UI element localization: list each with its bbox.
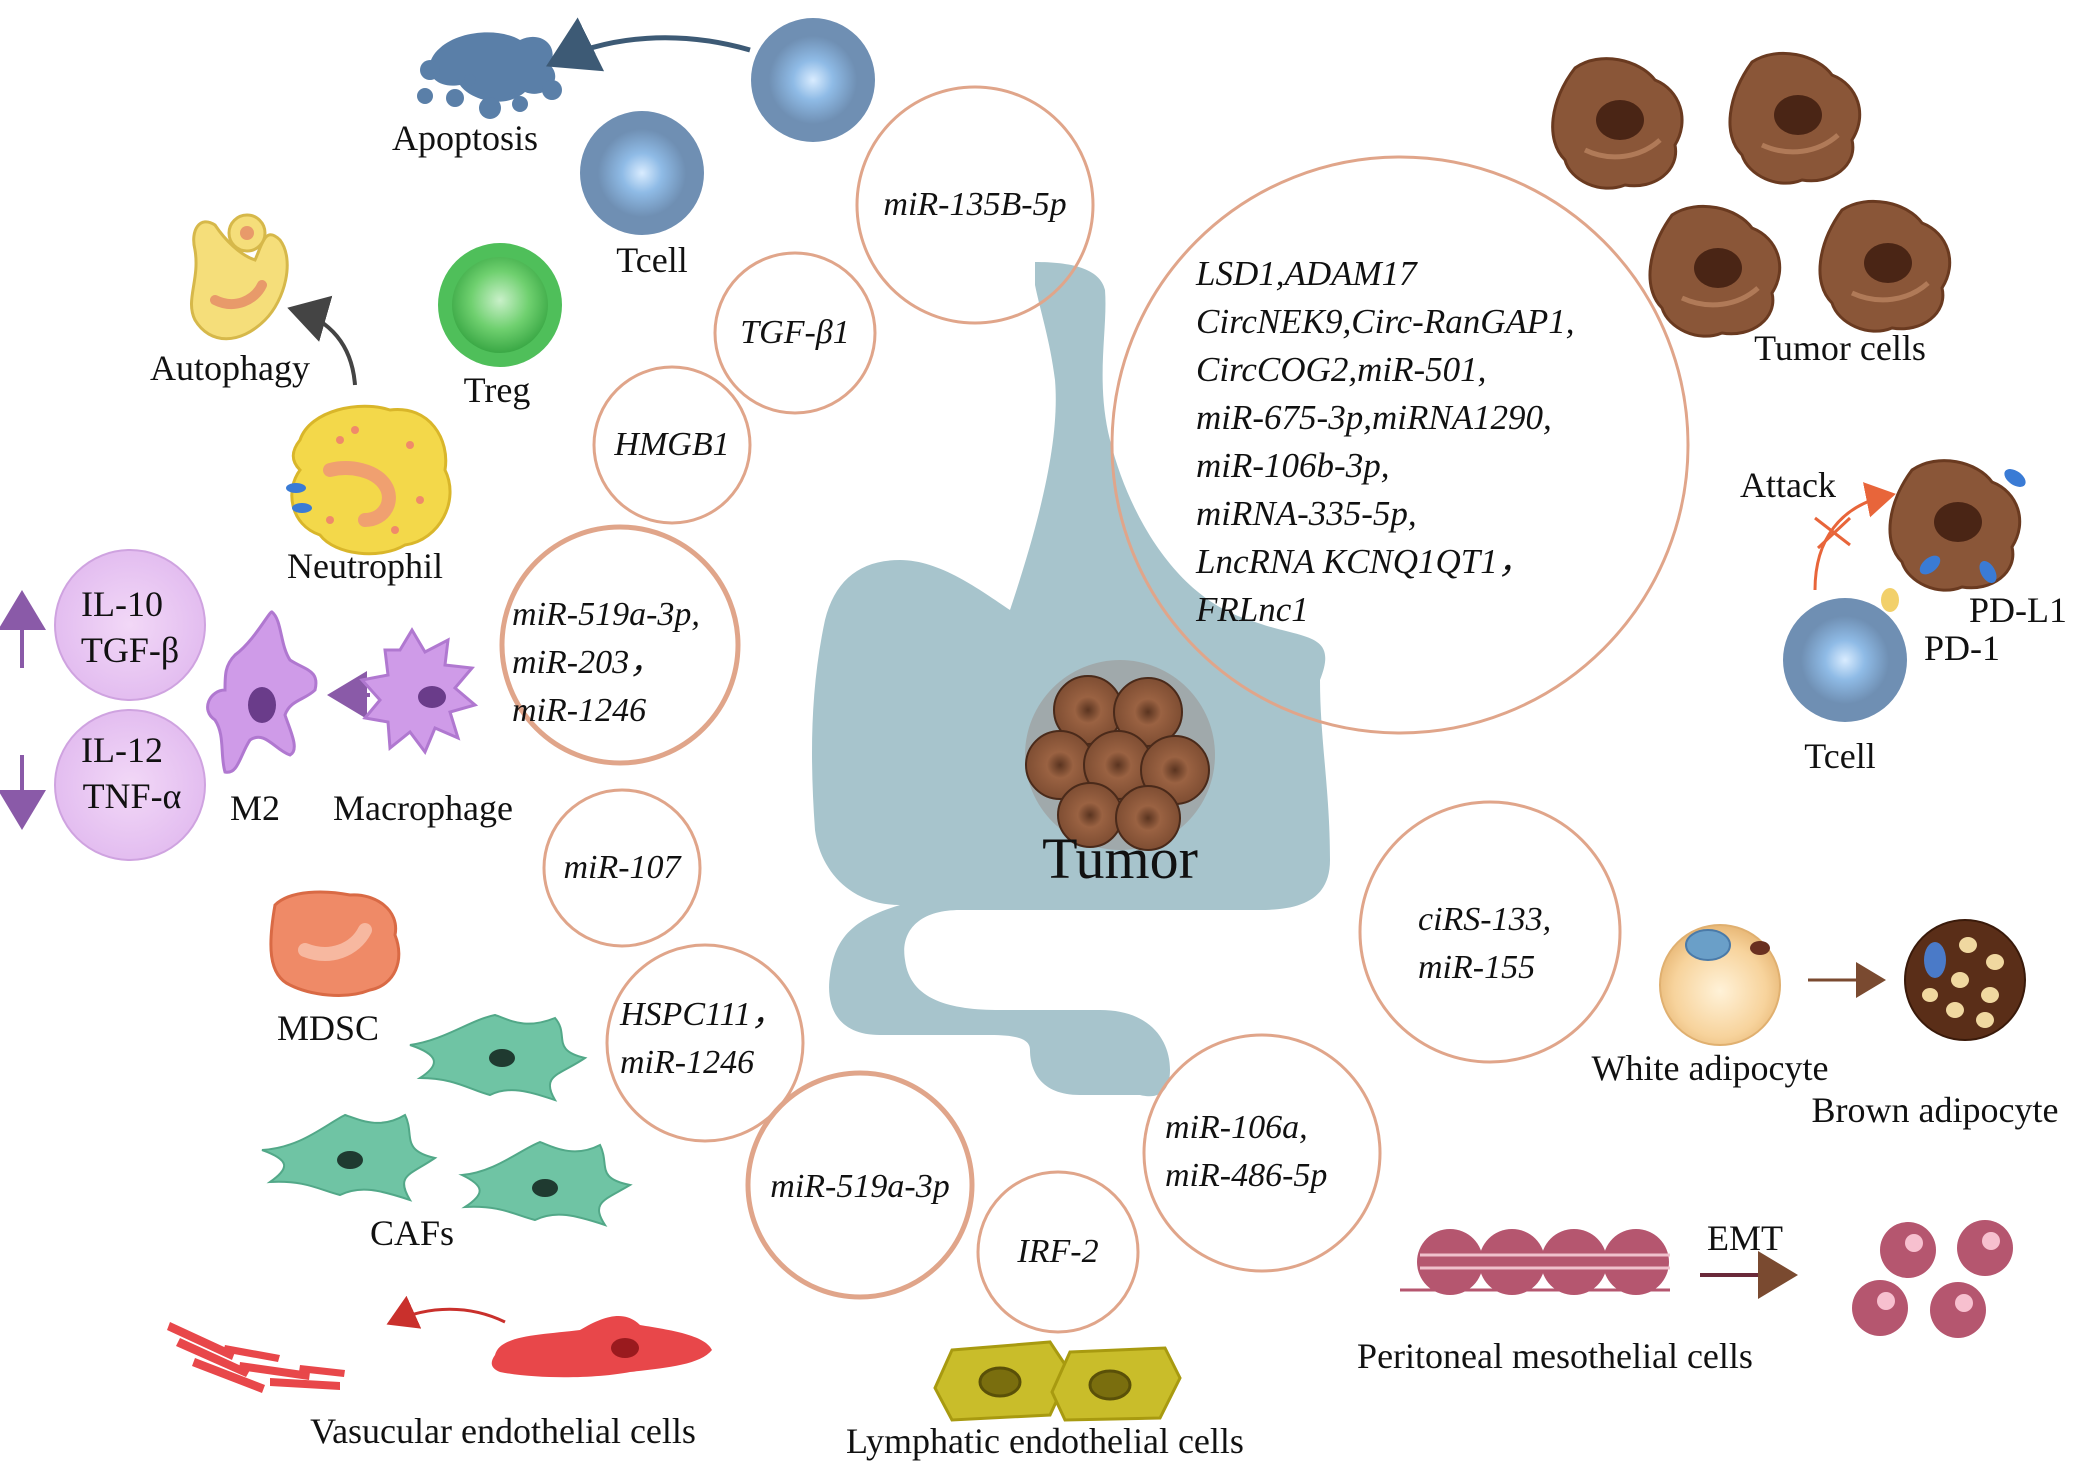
block-cross-icon [1814,516,1851,547]
bubble-text: FRLnc1 [1195,590,1309,629]
bubble-cirs-133-mir-155: ciRS-133, miR-155 [1358,800,1622,1064]
peritoneal-mesothelial-label: Peritoneal mesothelial cells [1357,1336,1753,1376]
apoptosis-debris [417,32,562,119]
lymphatic-endothelial-cell-icon [933,1340,1182,1422]
bubble-text: miR-1246 [620,1044,754,1081]
bubble-text: miR-107 [563,849,682,886]
tcell-icon [580,111,704,235]
brown-adipocyte-icon [1904,919,2026,1041]
bubble-text: miR-519a-3p [770,1168,949,1205]
bubble-text: HSPC111， [619,996,785,1033]
tumor-cell-pdl1-icon [1888,459,2026,592]
bubble-text: miR-106a, [1165,1109,1308,1146]
caf-icon [409,1013,588,1102]
bubble-text: miR-203， [512,644,663,681]
tgfb-label: TGF-β [81,630,179,670]
bubble-text: LncRNA KCNQ1QT1， [1195,542,1533,581]
mesenchymal-cells-icon [1852,1220,2013,1338]
tumor-cluster [1025,660,1215,851]
bubble-mir-519a-203-1246: miR-519a-3p, miR-203， miR-1246 [499,524,741,766]
tnfa-label: TNF-α [83,776,182,816]
treg-label: Treg [464,370,531,410]
tumor-cells-label: Tumor cells [1754,328,1926,368]
bubble-text: miR-486-5p [1165,1157,1327,1194]
tcell-icon [751,18,875,142]
tumor-label: Tumor [1042,826,1198,891]
bubble-text: CircNEK9,Circ-RanGAP1, [1196,302,1575,341]
bubble-text: miR-155 [1418,949,1535,986]
bubble-hspc111: HSPC111， miR-1246 [605,943,805,1143]
bubble-text: miRNA-335-5p, [1196,494,1417,533]
autophagy-icon [190,213,289,341]
mdsc-icon [269,890,401,997]
tcell-label: Tcell [616,240,687,280]
m2-label: M2 [230,788,280,828]
tcell-pd1-icon [1783,588,1907,722]
tumor-cell-icon [1818,199,1952,333]
cytokine-up-group: IL-10 TGF-β [54,549,206,701]
bubble-text: TGF-β1 [740,314,850,351]
bubble-mir-519a-3p-bottom: miR-519a-3p [745,1070,975,1300]
bubble-text: miR-106b-3p, [1196,446,1389,485]
block-cross-icon [1816,516,1852,550]
cafs-label: CAFs [370,1213,454,1253]
macrophage-icon [359,627,479,755]
arrow-to-apoptosis [546,17,751,72]
brown-adipocyte-label: Brown adipocyte [1812,1090,2059,1130]
stomach-illustration [812,262,1330,1097]
bubble-hmgb1: HMGB1 [592,365,752,525]
tumor-cell-icon [1551,57,1684,190]
bubble-irf-2: IRF-2 [976,1170,1140,1334]
bubble-text: IRF-2 [1016,1233,1098,1270]
bubble-mir-106a-486: miR-106a, miR-486-5p [1142,1033,1382,1273]
vascular-endothelial-cell-icon [491,1315,712,1378]
bubble-mir-107: miR-107 [542,788,702,948]
arrow-to-vessels [386,1295,506,1329]
bubble-text: LSD1,ADAM17 [1195,254,1418,293]
treg-icon [438,243,562,367]
tcell-right-label: Tcell [1804,736,1875,776]
arrow-to-autophagy [287,295,357,386]
m2-macrophage-icon [206,610,318,774]
lymphatic-endothelial-label: Lymphatic endothelial cells [846,1421,1244,1461]
caf-icon [458,1140,633,1227]
bubble-text: miR-135B-5p [883,186,1066,223]
bubble-large-list: LSD1,ADAM17 CircNEK9,Circ-RanGAP1, CircC… [1110,155,1690,735]
pdl1-label: PD-L1 [1969,590,2067,630]
mesothelial-layer-icon [1400,1229,1670,1295]
emt-label: EMT [1707,1218,1783,1258]
vessel-fragments-icon [167,1322,345,1393]
bubble-text: miR-1246 [512,692,646,729]
vascular-endothelial-label: Vasucular endothelial cells [310,1411,696,1451]
bubble-text: miR-675-3p,miRNA1290, [1196,398,1552,437]
neutrophil-icon [286,404,452,556]
bubble-mir-135b: miR-135B-5p [855,85,1095,325]
bubble-text: CircCOG2,miR-501, [1196,350,1486,389]
tumor-cell-icon [1648,204,1782,338]
neutrophil-label: Neutrophil [287,546,443,586]
pd1-label: PD-1 [1924,628,2000,668]
mdsc-label: MDSC [277,1008,379,1048]
cytokine-down-group: IL-12 TNF-α [54,709,206,861]
bubble-text: ciRS-133, [1418,901,1551,938]
tumor-cell-icon [1728,51,1862,185]
bubble-text: miR-519a-3p, [512,596,700,633]
white-adipocyte-icon [1659,924,1781,1046]
attack-label: Attack [1740,465,1836,505]
il10-label: IL-10 [81,584,163,624]
attack-arrow [1813,482,1896,591]
bubble-tgf-b1: TGF-β1 [713,251,877,415]
il12-label: IL-12 [81,730,163,770]
caf-icon [261,1113,438,1202]
macrophage-label: Macrophage [333,788,513,828]
autophagy-label: Autophagy [150,348,310,388]
apoptosis-label: Apoptosis [392,118,538,158]
bubble-text: HMGB1 [613,426,729,463]
white-adipocyte-label: White adipocyte [1592,1048,1829,1088]
